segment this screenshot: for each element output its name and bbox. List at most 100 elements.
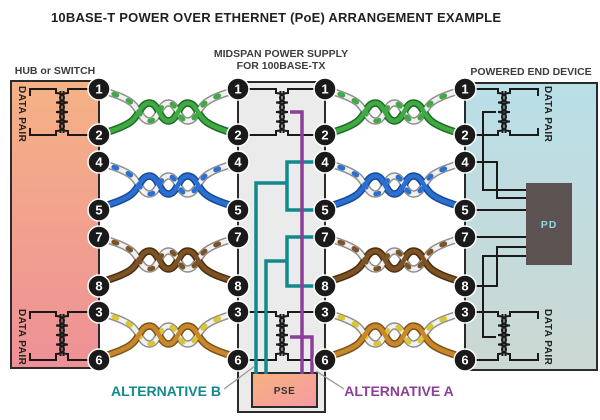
pin-midspan-left-8: 8 — [226, 274, 250, 298]
pin-circle — [453, 198, 477, 222]
pin-midspan-left-7: 7 — [226, 225, 250, 249]
pin-circle — [87, 300, 111, 324]
pin-column-hub: 1 2 4 5 7 8 3 6 — [87, 77, 111, 372]
pin-number: 6 — [321, 353, 328, 368]
twisted-pair-7-8-right — [325, 237, 464, 283]
pin-number: 1 — [321, 82, 328, 97]
pin-number: 8 — [234, 279, 241, 294]
alternative-a-leader-line — [315, 370, 345, 390]
pin-circle — [87, 348, 111, 372]
pin-column-midspan-left: 1 2 4 5 7 8 3 6 — [226, 77, 250, 372]
pin-number: 4 — [234, 155, 242, 170]
pin-circle — [453, 300, 477, 324]
twisted-pair-3-6-right — [325, 312, 464, 358]
pin-device-2: 2 — [453, 123, 477, 147]
pin-circle — [87, 198, 111, 222]
pin-midspan-left-3: 3 — [226, 300, 250, 324]
midspan-transformer-top — [238, 88, 325, 136]
device-transformer-bottom — [465, 311, 539, 361]
pin-circle — [226, 225, 250, 249]
pin-number: 8 — [95, 279, 102, 294]
device-data-pair-top-label: DATA PAIR — [542, 86, 553, 143]
pin-midspan-left-1: 1 — [226, 77, 250, 101]
pin-number: 8 — [321, 279, 328, 294]
pin-number: 3 — [321, 305, 328, 320]
pin-number: 8 — [461, 279, 468, 294]
pin-hub-4: 4 — [87, 150, 111, 174]
pin-circle — [313, 150, 337, 174]
pin-column-midspan-right: 1 2 4 5 7 8 3 6 — [313, 77, 337, 372]
pin-hub-5: 5 — [87, 198, 111, 222]
pin-circle — [226, 274, 250, 298]
pin-device-1: 1 — [453, 77, 477, 101]
end-device-label: POWERED END DEVICE — [470, 66, 591, 78]
midspan-label-line2: FOR 100BASE-TX — [237, 60, 326, 72]
pin-hub-3: 3 — [87, 300, 111, 324]
twisted-pair-3-6-left — [99, 312, 238, 358]
hub-box — [10, 80, 100, 369]
alternative-a-label: ALTERNATIVE A — [344, 383, 453, 399]
pin-midspan-right-6: 6 — [313, 348, 337, 372]
hub-label: HUB or SWITCH — [15, 65, 96, 77]
twisted-pair-4-5-right — [325, 162, 464, 208]
pin-column-device: 1 2 4 5 7 8 3 6 — [453, 77, 477, 372]
pin-number: 2 — [321, 128, 328, 143]
pin-circle — [313, 300, 337, 324]
alternative-b-label: ALTERNATIVE B — [111, 383, 221, 399]
pin-hub-2: 2 — [87, 123, 111, 147]
pse-box — [251, 372, 318, 408]
pin-device-5: 5 — [453, 198, 477, 222]
pin-number: 7 — [461, 230, 468, 245]
pin-number: 4 — [95, 155, 103, 170]
pin-midspan-right-4: 4 — [313, 150, 337, 174]
pin-number: 7 — [234, 230, 241, 245]
pin-number: 5 — [321, 203, 328, 218]
pin-hub-1: 1 — [87, 77, 111, 101]
pin-number: 2 — [461, 128, 468, 143]
pin-number: 6 — [234, 353, 241, 368]
pin-circle — [87, 274, 111, 298]
pin-number: 6 — [461, 353, 468, 368]
device-data-pair-bottom-label: DATA PAIR — [542, 309, 553, 366]
pin-midspan-right-7: 7 — [313, 225, 337, 249]
midspan-transformer-bottom — [238, 311, 325, 361]
pin-number: 2 — [234, 128, 241, 143]
pin-device-7: 7 — [453, 225, 477, 249]
pin-circle — [226, 150, 250, 174]
pin-circle — [453, 77, 477, 101]
pd-box — [526, 183, 572, 265]
pin-circle — [226, 348, 250, 372]
pin-circle — [453, 123, 477, 147]
pin-circle — [313, 225, 337, 249]
pin-circle — [226, 77, 250, 101]
pin-number: 3 — [461, 305, 468, 320]
twisted-pair-4-5-left — [99, 162, 238, 208]
pin-circle — [313, 123, 337, 147]
pin-midspan-right-1: 1 — [313, 77, 337, 101]
twisted-pair-1-2-left — [99, 89, 238, 135]
pin-midspan-right-2: 2 — [313, 123, 337, 147]
alternative-b-wiring — [254, 160, 325, 374]
pin-number: 5 — [234, 203, 241, 218]
pin-midspan-left-2: 2 — [226, 123, 250, 147]
pin-number: 5 — [461, 203, 468, 218]
pin-circle — [226, 300, 250, 324]
pin-circle — [313, 274, 337, 298]
pin-device-6: 6 — [453, 348, 477, 372]
pin-midspan-right-8: 8 — [313, 274, 337, 298]
hub-data-pair-top-label: DATA PAIR — [16, 86, 27, 143]
pin-midspan-right-3: 3 — [313, 300, 337, 324]
pin-circle — [313, 77, 337, 101]
twisted-pair-7-8-left — [99, 237, 238, 283]
pin-circle — [87, 150, 111, 174]
pin-number: 7 — [321, 230, 328, 245]
pin-circle — [87, 225, 111, 249]
pin-circle — [453, 150, 477, 174]
pin-midspan-right-5: 5 — [313, 198, 337, 222]
pin-hub-8: 8 — [87, 274, 111, 298]
twisted-pair-1-2-right — [325, 89, 464, 135]
pin-circle — [313, 348, 337, 372]
pin-number: 3 — [95, 305, 102, 320]
